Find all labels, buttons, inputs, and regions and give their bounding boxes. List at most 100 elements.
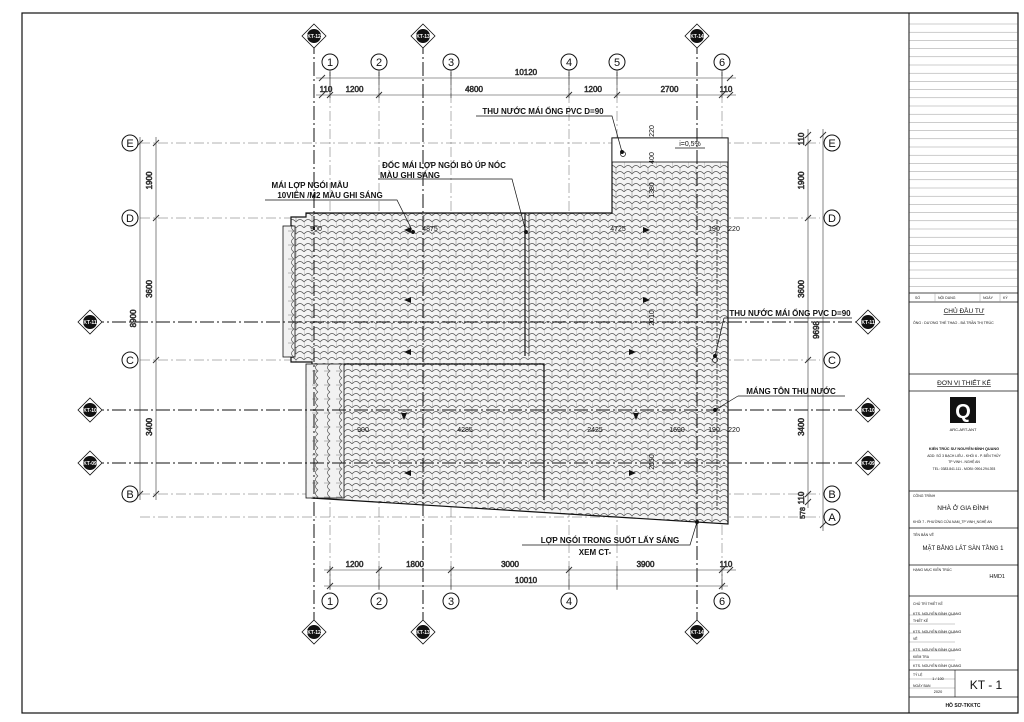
date-label: NGÀY BAN xyxy=(913,684,931,688)
dim-tick xyxy=(804,139,812,147)
grid-bubble-top-label: 2 xyxy=(376,57,382,69)
grid-bubble-right-label: A xyxy=(828,512,836,524)
inner-dim-lower: 900 xyxy=(357,427,369,434)
dim-text: 9698 xyxy=(812,321,821,339)
slope-arrow-head xyxy=(404,470,411,476)
slope-arrow-head xyxy=(643,297,650,303)
annotation-skylight-2: XEM CT- xyxy=(579,548,612,557)
dim-text: 578 xyxy=(800,507,807,519)
slope-arrow-head xyxy=(633,413,639,420)
slope-arrow-head xyxy=(629,349,636,355)
misc-dim: 1380 xyxy=(649,182,656,198)
name-check: KTS. NGUYỄN ĐÌNH QUANG xyxy=(913,663,962,668)
grid-bubble-left-label: C xyxy=(126,355,134,367)
annotation-ridge-1: ĐỐC MÁI LỢP NGÓI BÒ ÚP NÓC xyxy=(382,160,506,170)
name-design: KTS. NGUYỄN ĐÌNH QUANG xyxy=(913,629,962,634)
annotation-leader xyxy=(378,178,527,233)
section-marker-right-disc xyxy=(861,403,875,417)
section-marker-left-disc xyxy=(83,456,97,470)
file-code: HỒ SƠ-TKKTC xyxy=(945,702,980,709)
grid-bubble-left xyxy=(121,209,139,227)
name-draw: KTS. NGUYỄN ĐÌNH QUANG xyxy=(913,647,962,652)
dim-tick xyxy=(819,521,827,529)
slope-arrow-head xyxy=(404,297,411,303)
year-value: 2020 xyxy=(934,690,942,694)
owner-text: ÔNG : DƯƠNG THẾ THAO - BÀ TRẦN THỊ TRÚC xyxy=(913,320,994,325)
grid-bubble-right xyxy=(823,351,841,369)
inner-dim-lower: 1690 xyxy=(669,427,685,434)
dim-text: 110 xyxy=(320,85,333,94)
leader-dot xyxy=(524,230,528,234)
dim-tick xyxy=(152,356,160,364)
drawing-label: TÊN BẢN VẼ xyxy=(913,532,934,537)
dim-tick xyxy=(318,74,326,82)
rev-header-no: SỐ xyxy=(915,295,920,300)
section-marker-bottom-label: KT-12 xyxy=(307,630,321,636)
dim-text: 110 xyxy=(720,560,733,569)
project-location: KHỐI 7 - PHƯỜNG CỬA NAM_TP VINH_NGHỆ AN xyxy=(913,519,992,524)
firm-address-2: TP VINH - NGHỆ AN xyxy=(948,459,980,464)
sheet-number: KT - 1 xyxy=(970,678,1003,692)
annotation-gutter-right: THU NƯỚC MÁI ỐNG PVC D=90 xyxy=(729,308,851,318)
role-check: KIỂM TRA xyxy=(913,654,930,659)
grid-bubble-bottom xyxy=(713,592,731,610)
dim-text: 1200 xyxy=(584,85,602,94)
grid-bubble-left-label: B xyxy=(126,489,133,501)
leader-dot xyxy=(695,520,699,524)
dim-text: 3400 xyxy=(145,418,154,436)
grid-bubble-bottom-label: 2 xyxy=(376,596,382,608)
grid-bubble-right xyxy=(823,508,841,526)
designer-heading: ĐƠN VỊ THIẾT KẾ xyxy=(937,377,991,387)
firm-name: KIẾN TRÚC SƯ NGUYỄN ĐÌNH QUANG xyxy=(929,446,999,451)
annotation-leader xyxy=(714,317,725,357)
dim-tick xyxy=(819,131,827,139)
grid-bubble-bottom xyxy=(442,592,460,610)
scale-label: TỶ LỆ xyxy=(913,672,923,677)
logo-caption: ARC-ART-ANT xyxy=(950,427,977,432)
slope-arrow-head xyxy=(404,227,411,233)
title-block: SỐ NỘI DUNG NGÀY KÝ CHỦ ĐẦU TƯ ÔNG : DƯƠ… xyxy=(908,12,1019,714)
section-cut-lines xyxy=(90,40,870,640)
leader-dot xyxy=(713,354,717,358)
grid-bubble-right-label: B xyxy=(828,489,835,501)
grid-bubble-top-label: 5 xyxy=(614,57,620,69)
inner-dim-upper: 900 xyxy=(310,226,322,233)
section-marker-right-label: KT-11 xyxy=(861,320,875,326)
grid-bubble-bottom-label: 6 xyxy=(719,596,725,608)
inner-dim-upper: 220 xyxy=(728,226,740,233)
section-marker-top-label: KT-14 xyxy=(690,34,704,40)
inner-dim-upper: 4875 xyxy=(422,226,438,233)
misc-dim: 2550 xyxy=(649,454,656,470)
annotation-tile-1: MÁI LỢP NGÓI MẪU xyxy=(272,181,349,190)
slope-arrow-head xyxy=(404,349,411,355)
grid-bubble-left xyxy=(121,134,139,152)
leader-dot xyxy=(411,230,415,234)
slope-label: i=0,5% xyxy=(679,141,701,148)
misc-dim: 2010 xyxy=(649,310,656,326)
grid-bubble-bottom xyxy=(560,592,578,610)
drawing-name: MẶT BẰNG LÁT SÀN TẦNG 1 xyxy=(922,544,1004,552)
grid-bubble-top-label: 1 xyxy=(327,57,333,69)
section-marker-left-label: KT-11 xyxy=(83,320,97,326)
annotation-leader xyxy=(714,395,739,411)
annotation-tile-2: 10VIÊN /M2 MÀU GHI SÁNG xyxy=(277,191,382,200)
role-draw: VẼ xyxy=(913,636,918,641)
grid-bubble-top-label: 6 xyxy=(719,57,725,69)
dim-text: 8900 xyxy=(129,309,138,327)
grid-bubble-right xyxy=(823,134,841,152)
grid-bubble-bottom xyxy=(370,592,388,610)
annotation-trough: MÁNG TÔN THU NƯỚC xyxy=(746,387,836,396)
dim-text: 10120 xyxy=(515,68,538,77)
annotation-leader xyxy=(522,521,698,546)
dim-text: 3900 xyxy=(637,560,655,569)
grid-bubble-bottom-label: 4 xyxy=(566,596,572,608)
dim-tick xyxy=(804,131,812,139)
grid-bubble-left xyxy=(121,485,139,503)
dim-text: 110 xyxy=(720,85,733,94)
dim-text: 3400 xyxy=(797,418,806,436)
section-marker-top-disc xyxy=(416,29,430,43)
grid-bubble-top-label: 4 xyxy=(566,57,572,69)
annotation-leaders xyxy=(265,115,852,546)
upper-gutter-box xyxy=(611,137,729,163)
